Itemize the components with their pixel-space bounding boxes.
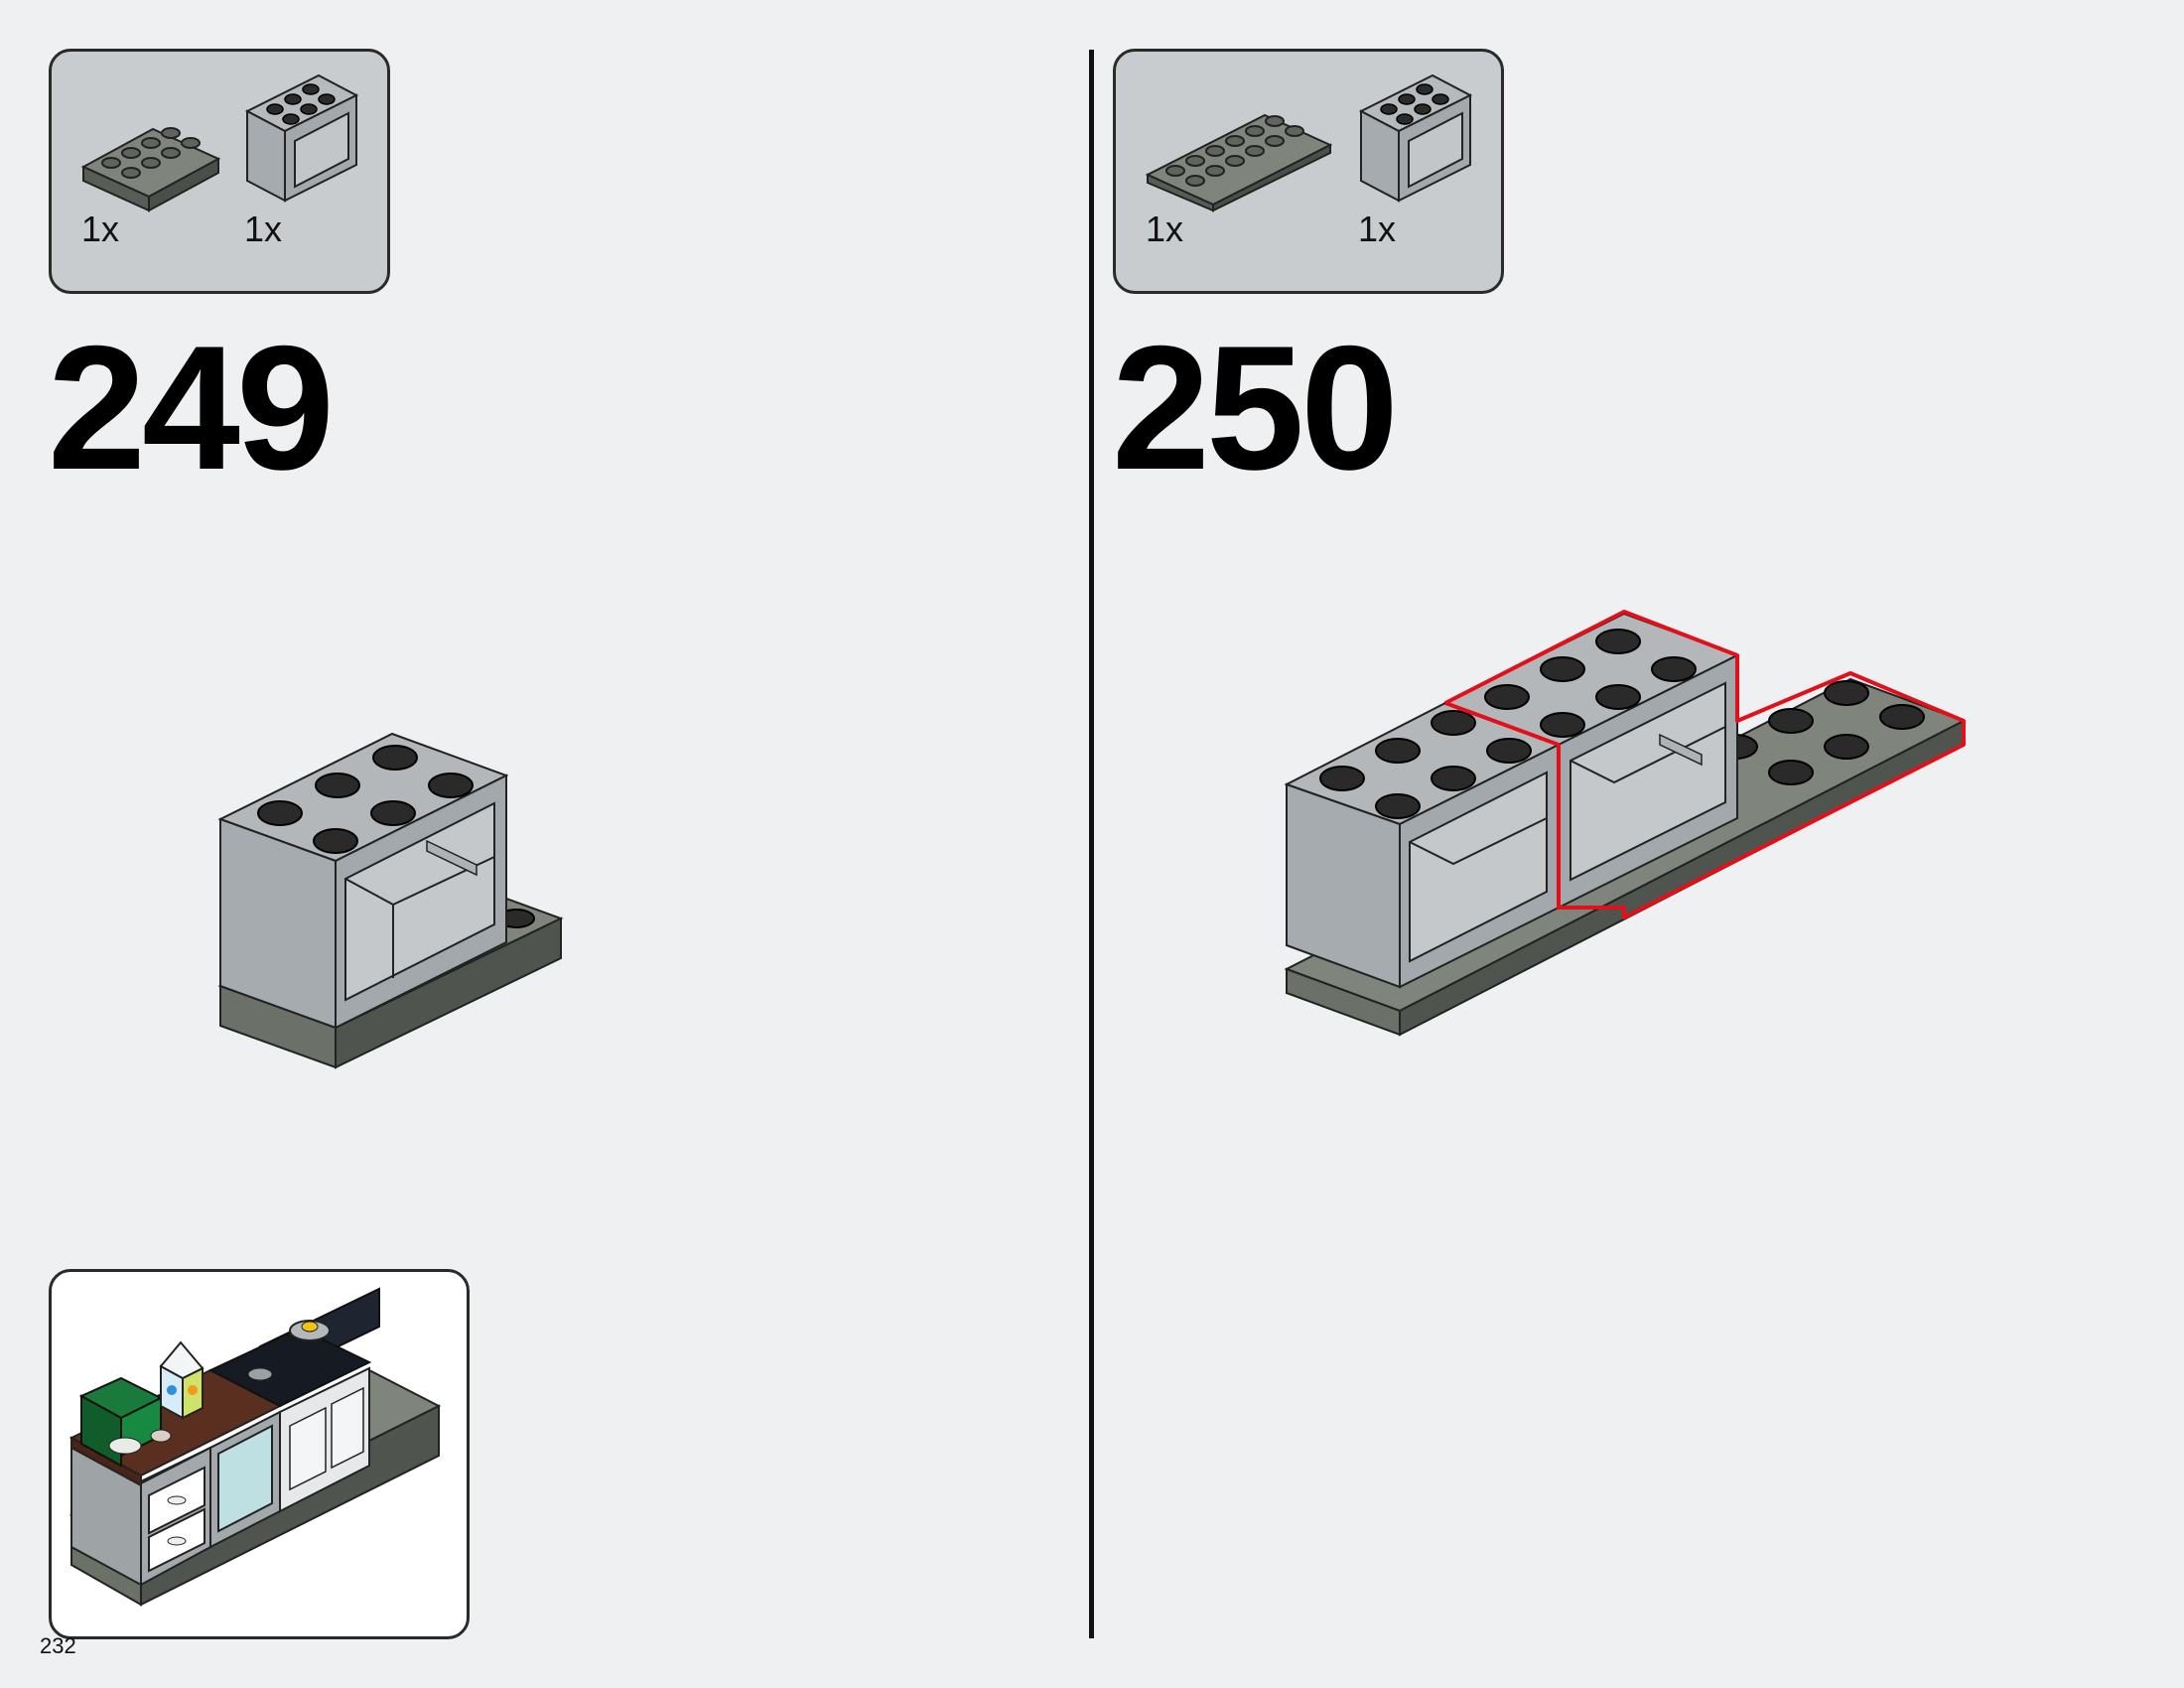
page-divider [1089,50,1094,1638]
page-number: 232 [40,1633,76,1658]
part-quantity: 1x [81,209,120,249]
part-quantity: 1x [1146,209,1184,249]
assembly-step-250 [1284,610,1967,1037]
plate-2x6-dark-gray-icon [1145,113,1333,212]
parts-callout-step-249: 1x 1x [49,49,390,294]
plate-2x4-dark-gray-icon [80,127,221,212]
step-number: 249 [48,309,335,506]
completed-model-preview [49,1269,470,1639]
kitchen-counter-model-image [68,1287,442,1607]
step-number: 250 [1112,309,1399,506]
assembly-step-249 [217,732,564,1069]
cupboard-2x3x2-light-gray-icon [244,73,359,203]
part-quantity: 1x [244,209,283,249]
cupboard-2x3x2-light-gray-icon [1358,73,1473,203]
part-quantity: 1x [1358,209,1397,249]
parts-callout-step-250: 1x 1x [1113,49,1504,294]
